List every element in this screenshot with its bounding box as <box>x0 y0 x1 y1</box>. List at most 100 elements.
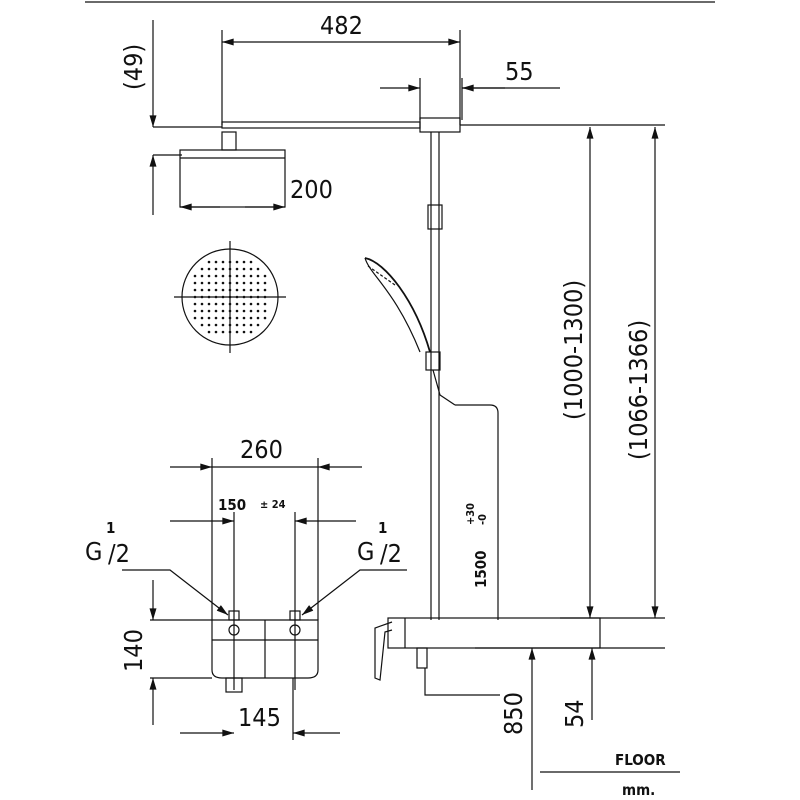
nozzle-dot <box>200 323 204 327</box>
nozzle-dot <box>256 267 260 271</box>
nozzle-dot <box>200 267 204 271</box>
nozzle-dot <box>256 309 260 313</box>
nozzle-dot <box>200 295 204 299</box>
overhead-shower-side <box>179 117 461 208</box>
nozzle-dot <box>235 302 239 306</box>
nozzle-dot <box>221 295 225 299</box>
nozzle-dot <box>228 267 232 271</box>
nozzle-dot <box>256 288 260 292</box>
shower-rail <box>425 132 443 620</box>
nozzle-dot <box>221 316 225 320</box>
nozzle-dot <box>249 267 253 271</box>
nozzle-dot <box>214 309 218 313</box>
dim-1000-1300-label: (1000-1300) <box>559 280 588 420</box>
nozzle-dot <box>235 323 239 327</box>
nozzle-dot <box>207 281 211 285</box>
hose-guide <box>455 404 499 620</box>
dim-150: 150 ± 24 <box>170 496 356 690</box>
nozzle-dot <box>207 267 211 271</box>
overhead-shower-top-view <box>174 241 286 353</box>
nozzle-dot <box>256 323 260 327</box>
nozzle-dot <box>263 281 267 285</box>
nozzle-dot <box>214 323 218 327</box>
nozzle-dot <box>263 309 267 313</box>
nozzle-dot <box>263 288 267 292</box>
dim-260: 260 <box>170 435 362 620</box>
install-tol-minus: -0 <box>476 514 489 525</box>
nozzle-dot <box>242 302 246 306</box>
nozzle-dot <box>228 260 232 264</box>
nozzle-dot <box>263 295 267 299</box>
nozzle-dot <box>193 281 197 285</box>
dim-482-label: 482 <box>320 11 363 40</box>
nozzle-dot <box>214 267 218 271</box>
dim-54: 54 <box>560 648 596 728</box>
dim-140-label: 140 <box>119 629 148 672</box>
nozzle-dot <box>214 302 218 306</box>
svg-text:G: G <box>85 537 102 566</box>
dim-260-label: 260 <box>240 435 283 464</box>
nozzle-dot <box>242 309 246 313</box>
nozzle-dot <box>207 323 211 327</box>
nozzle-dot <box>242 288 246 292</box>
mixer-front-view <box>211 610 319 693</box>
nozzle-dot <box>249 323 253 327</box>
nozzle-dot <box>235 288 239 292</box>
thread-label-right: G 1 /2 <box>301 519 407 616</box>
nozzle-dot <box>207 316 211 320</box>
dim-150-label: 150 <box>218 496 246 514</box>
svg-text:G: G <box>357 537 374 566</box>
nozzle-dot <box>249 302 253 306</box>
nozzle-dot <box>249 288 253 292</box>
nozzle-dot <box>235 267 239 271</box>
nozzle-dot <box>249 274 253 278</box>
nozzle-dot <box>235 281 239 285</box>
nozzle-dot <box>207 288 211 292</box>
nozzle-dot <box>193 309 197 313</box>
nozzle-dot <box>221 309 225 313</box>
nozzle-dot <box>228 330 232 334</box>
thread-label-left: G 1 /2 <box>85 519 229 616</box>
dim-1000-1300: (1000-1300) <box>559 127 594 618</box>
hand-shower <box>364 257 456 406</box>
nozzle-dot <box>193 295 197 299</box>
dim-49: (49) <box>119 20 222 215</box>
nozzle-dot <box>200 302 204 306</box>
mixer-side-view <box>374 617 601 696</box>
nozzle-dot <box>249 295 253 299</box>
nozzle-dot <box>249 281 253 285</box>
nozzle-dot <box>235 295 239 299</box>
install-height-label: 1500 <box>472 550 490 588</box>
nozzle-dot <box>214 316 218 320</box>
dim-150-tolerance: ± 24 <box>260 498 286 511</box>
floor-label: FLOOR <box>615 751 666 769</box>
nozzle-dot <box>214 274 218 278</box>
nozzle-dot <box>249 309 253 313</box>
nozzle-dot <box>256 302 260 306</box>
nozzle-dot <box>249 330 253 334</box>
nozzle-dot <box>214 295 218 299</box>
svg-text:/2: /2 <box>108 539 130 568</box>
nozzle-dot <box>256 316 260 320</box>
dim-850-label: 850 <box>499 692 528 735</box>
nozzle-dot <box>242 316 246 320</box>
nozzle-dot <box>242 330 246 334</box>
nozzle-dot <box>221 274 225 278</box>
nozzle-dot <box>214 260 218 264</box>
nozzle-dot <box>228 281 232 285</box>
nozzle-dot <box>200 274 204 278</box>
nozzle-dot <box>221 288 225 292</box>
nozzle-dot <box>200 288 204 292</box>
nozzle-dot <box>242 281 246 285</box>
nozzle-dot <box>221 281 225 285</box>
nozzle-dot <box>263 316 267 320</box>
dim-200: 200 <box>180 175 333 211</box>
dim-482: 482 <box>221 11 461 125</box>
nozzle-dot <box>235 274 239 278</box>
svg-text:/2: /2 <box>380 539 402 568</box>
install-tol-plus: +30 <box>464 503 477 525</box>
nozzle-dot <box>242 295 246 299</box>
nozzle-dot <box>193 302 197 306</box>
nozzle-dot <box>193 316 197 320</box>
